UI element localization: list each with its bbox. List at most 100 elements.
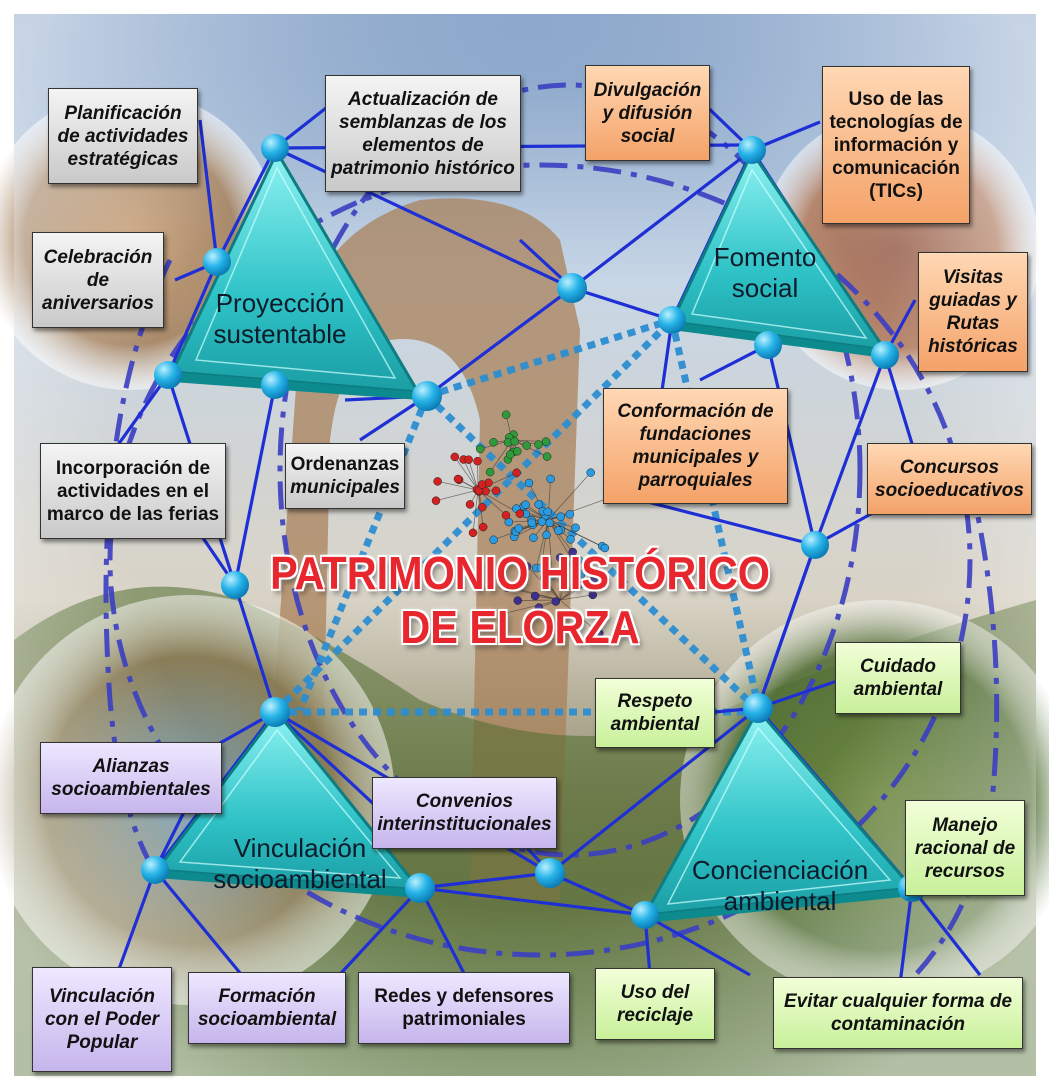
box-redes: Redes y defensores patrimoniales — [358, 972, 570, 1044]
graph-node — [468, 528, 478, 538]
graph-node — [524, 478, 534, 488]
graph-node — [505, 450, 515, 459]
graph-node — [542, 578, 551, 587]
node — [261, 134, 289, 162]
graph-node — [542, 452, 552, 461]
graph-node — [589, 575, 599, 584]
graph-node — [556, 512, 565, 521]
node — [221, 571, 249, 599]
triangle-label-vinculacion: Vinculación socioambiental — [213, 833, 387, 894]
box-respeto: Respeto ambiental — [595, 678, 715, 748]
graph-edge — [454, 456, 479, 491]
graph-node — [536, 563, 546, 573]
graph-edge — [559, 599, 600, 634]
graph-node — [485, 467, 495, 477]
box-ordenanzas-line2: municipales — [290, 477, 400, 498]
box-alianzas: Alianzas socioambientales — [40, 742, 222, 814]
graph-node — [545, 518, 554, 528]
graph-node — [600, 543, 610, 553]
box-planificacion: Planificación de actividades estratégica… — [48, 88, 198, 184]
box-actualizacion: Actualización de semblanzas de los eleme… — [325, 75, 521, 192]
graph-node — [548, 571, 557, 580]
graph-node — [522, 562, 532, 571]
box-conformacion: Conformación de fundaciones municipales … — [603, 388, 788, 504]
graph-node — [555, 553, 565, 562]
graph-node — [499, 609, 509, 618]
graph-node — [574, 555, 584, 565]
graph-node — [576, 570, 586, 579]
graph-node — [522, 441, 531, 450]
node — [535, 858, 565, 888]
graph-node — [534, 500, 543, 509]
graph-node — [478, 522, 488, 532]
graph-node — [431, 496, 441, 505]
box-evitar: Evitar cualquier forma de contaminación — [773, 977, 1023, 1049]
graph-node — [537, 517, 547, 526]
box-visitas: Visitas guiadas y Rutas históricas — [918, 252, 1028, 372]
graph-node — [595, 629, 604, 638]
graph-node — [542, 530, 551, 540]
graph-node — [586, 468, 595, 477]
graph-node — [529, 533, 538, 542]
graph-node — [534, 440, 543, 449]
box-divulgacion: Divulgación y difusión social — [585, 65, 710, 161]
graph-node — [534, 603, 544, 612]
graph-node — [464, 455, 473, 464]
node — [203, 248, 231, 276]
node — [738, 136, 766, 164]
node — [154, 361, 182, 389]
graph-node — [554, 526, 563, 535]
graph-edge — [547, 519, 606, 549]
box-ordenanzas: Ordenanzas municipales — [285, 443, 405, 509]
graph-node — [512, 468, 521, 478]
box-cuidado: Cuidado ambiental — [835, 642, 961, 714]
node — [631, 901, 659, 929]
graph-edge — [547, 519, 582, 575]
graph-node — [450, 452, 460, 462]
graph-edge — [559, 551, 574, 601]
graph-node — [527, 518, 537, 527]
node — [412, 381, 442, 411]
graph-edge — [540, 519, 549, 568]
graph-edge — [547, 472, 591, 521]
graph-node — [476, 444, 485, 454]
graph-edge — [437, 480, 479, 491]
graph-node — [501, 511, 511, 520]
graph-node — [477, 480, 487, 489]
graph-node — [551, 597, 561, 606]
node — [141, 856, 169, 884]
triangle-label-concienciacion: Concienciación ambiental — [691, 855, 869, 916]
node — [754, 331, 782, 359]
graph-edge — [503, 599, 561, 614]
graph-edge — [559, 594, 593, 601]
graph-node — [530, 591, 540, 601]
graph-node — [574, 581, 584, 590]
graph-node — [515, 509, 525, 518]
graph-node — [571, 523, 580, 532]
graph-node — [501, 410, 511, 419]
graph-node — [543, 507, 552, 516]
graph-edge — [559, 579, 595, 601]
graph-node — [568, 547, 577, 557]
box-formacion: Formación socioambiental — [188, 972, 346, 1044]
graph-edge — [463, 459, 479, 491]
graph-node — [510, 437, 519, 446]
graph-node — [541, 437, 551, 446]
node — [260, 697, 290, 727]
diagram-title: PATRIMONIO HISTÓRICO DE ELORZA — [270, 547, 770, 653]
graph-edge — [535, 519, 549, 569]
graph-node — [491, 486, 501, 495]
graph-node — [546, 474, 555, 484]
node — [743, 693, 773, 723]
node — [405, 873, 435, 903]
network-nodes — [141, 134, 926, 929]
graph-node — [489, 438, 498, 447]
graph-node — [566, 535, 575, 544]
box-ordenanzas-line1: Ordenanzas — [290, 454, 400, 475]
graph-node — [514, 524, 523, 533]
triangle-label-fomento: Fomento social — [713, 242, 817, 303]
graph-node — [478, 503, 487, 512]
inner-dotted-lines — [272, 316, 762, 716]
graph-node — [433, 477, 442, 486]
